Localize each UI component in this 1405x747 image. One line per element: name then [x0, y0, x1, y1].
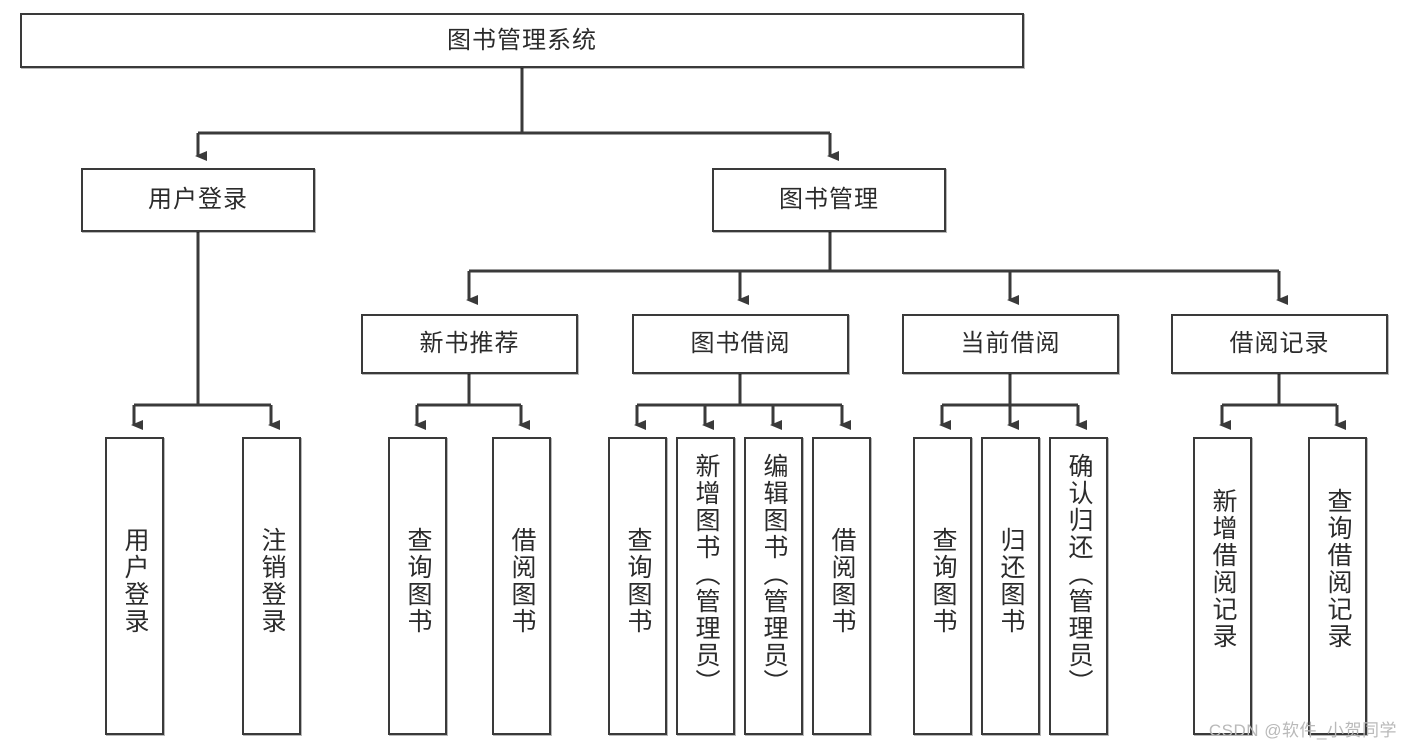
leaf-book-borrow-query-book[interactable]: 查询图书: [608, 437, 667, 735]
leaf-label: 新增图书（管理员）: [692, 453, 720, 696]
leaf-new-book-query-book[interactable]: 查询图书: [388, 437, 447, 735]
leaf-current-borrow-query-book[interactable]: 查询图书: [913, 437, 972, 735]
leaf-label: 借阅图书: [828, 527, 856, 635]
leaf-label: 确认归还（管理员）: [1065, 453, 1093, 696]
leaf-label: 查询图书: [624, 527, 652, 635]
leaf-borrow-record-query-record[interactable]: 查询借阅记录: [1308, 437, 1367, 735]
leaf-label: 查询图书: [929, 527, 957, 635]
node-user-login[interactable]: 用户登录: [81, 168, 315, 232]
node-label: 图书管理: [779, 186, 879, 213]
leaf-label: 查询借阅记录: [1324, 488, 1352, 650]
node-label: 图书管理系统: [447, 26, 597, 54]
leaf-label: 查询图书: [404, 527, 432, 635]
node-label: 用户登录: [148, 186, 248, 213]
node-borrow-record[interactable]: 借阅记录: [1171, 314, 1388, 374]
node-new-book-recommend[interactable]: 新书推荐: [361, 314, 578, 374]
leaf-book-borrow-borrow-book[interactable]: 借阅图书: [812, 437, 871, 735]
leaf-user-login-logout[interactable]: 注销登录: [242, 437, 301, 735]
node-root-book-management-system[interactable]: 图书管理系统: [20, 13, 1024, 68]
node-label: 新书推荐: [419, 330, 520, 357]
node-current-borrow[interactable]: 当前借阅: [902, 314, 1119, 374]
leaf-label: 借阅图书: [508, 527, 536, 635]
leaf-label: 编辑图书（管理员）: [760, 453, 788, 696]
node-label: 借阅记录: [1229, 330, 1330, 357]
leaf-current-borrow-return-book[interactable]: 归还图书: [981, 437, 1040, 735]
leaf-label: 注销登录: [258, 527, 286, 635]
leaf-user-login-login[interactable]: 用户登录: [105, 437, 164, 735]
leaf-new-book-borrow-book[interactable]: 借阅图书: [492, 437, 551, 735]
node-label: 图书借阅: [690, 330, 791, 357]
leaf-label: 新增借阅记录: [1209, 488, 1237, 650]
node-label: 当前借阅: [960, 330, 1061, 357]
csdn-watermark: CSDN @软件_小贺同学: [1208, 721, 1397, 740]
leaf-current-borrow-confirm-return-admin[interactable]: 确认归还（管理员）: [1049, 437, 1108, 735]
leaf-label: 用户登录: [121, 527, 149, 635]
node-book-management[interactable]: 图书管理: [712, 168, 946, 232]
node-book-borrow[interactable]: 图书借阅: [632, 314, 849, 374]
leaf-book-borrow-edit-book-admin[interactable]: 编辑图书（管理员）: [744, 437, 803, 735]
leaf-label: 归还图书: [997, 527, 1025, 635]
leaf-borrow-record-add-record[interactable]: 新增借阅记录: [1193, 437, 1252, 735]
leaf-book-borrow-add-book-admin[interactable]: 新增图书（管理员）: [676, 437, 735, 735]
